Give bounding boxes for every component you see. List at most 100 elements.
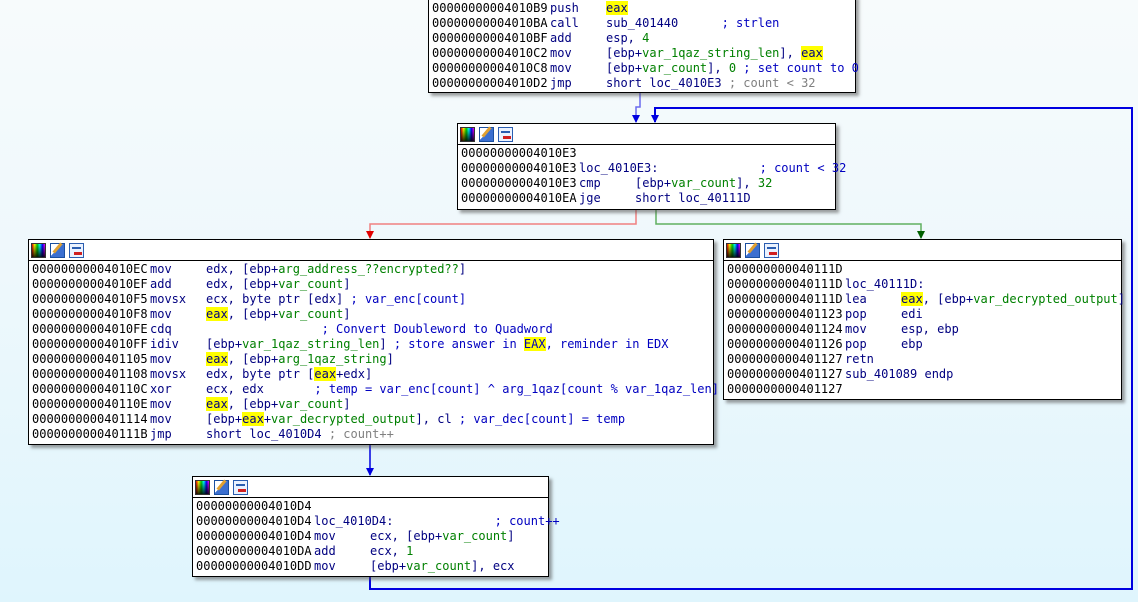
operand[interactable]: [ebp+ <box>206 412 243 426</box>
operand[interactable]: ], ecx <box>471 559 515 573</box>
operand[interactable]: short loc_4010E3 <box>606 76 722 90</box>
graph-overview-icon[interactable] <box>233 479 248 495</box>
operand[interactable]: ], <box>736 176 758 190</box>
symbol-name[interactable]: var_count <box>278 397 344 411</box>
operand[interactable]: esp, <box>606 31 643 45</box>
color-palette-icon[interactable] <box>726 242 741 258</box>
operand[interactable]: ] <box>379 337 394 351</box>
code-label[interactable]: loc_4010E3: <box>579 161 659 175</box>
color-palette-icon[interactable] <box>195 479 210 495</box>
symbol-name[interactable]: 0 <box>728 61 737 75</box>
operand[interactable]: , [ebp+ <box>922 292 974 306</box>
operand[interactable]: ebp <box>901 337 923 351</box>
symbol-name[interactable]: 32 <box>757 176 773 190</box>
graph-overview-icon[interactable] <box>764 242 779 258</box>
operand[interactable]: ecx, edx <box>206 382 264 396</box>
highlighted-register[interactable]: eax <box>206 352 228 366</box>
highlighted-register[interactable]: eax <box>314 367 337 381</box>
symbol-name[interactable]: var_count <box>278 277 344 291</box>
code-line[interactable]: 0000000000401127 <box>724 382 1121 397</box>
operand[interactable]: edi <box>901 307 923 321</box>
highlighted-register[interactable]: eax <box>242 412 264 426</box>
operand[interactable]: edx, byte ptr [ <box>206 367 315 381</box>
highlighted-register[interactable]: eax <box>206 397 228 411</box>
symbol-name[interactable]: var_count <box>278 307 344 321</box>
symbol-name[interactable]: var_count <box>406 559 472 573</box>
operand[interactable]: [ebp+ <box>606 46 643 60</box>
edit-block-icon[interactable] <box>479 126 494 142</box>
symbol-name[interactable]: var_1qaz_string_len <box>642 46 780 60</box>
operand[interactable]: , [ebp+ <box>227 352 279 366</box>
operand[interactable]: ] <box>343 397 351 411</box>
operand[interactable]: short loc_40111D <box>635 191 751 205</box>
symbol-name[interactable]: var_count <box>442 529 508 543</box>
highlighted-register[interactable]: eax <box>801 46 823 60</box>
edge-false-4010E3-to-4010EC[interactable] <box>369 209 637 238</box>
code-label[interactable]: loc_40111D: <box>845 277 925 291</box>
symbol-name[interactable]: var_decrypted_output <box>271 412 416 426</box>
operand[interactable]: ], <box>707 61 729 75</box>
operand[interactable]: edx, [ebp+ <box>206 262 279 276</box>
operand[interactable]: ] <box>343 307 351 321</box>
operand[interactable]: ] <box>507 529 515 543</box>
code-label[interactable]: sub_401089 endp <box>845 367 954 381</box>
symbol-name[interactable]: 1 <box>406 544 414 558</box>
symbol-name[interactable]: var_decrypted_output <box>973 292 1118 306</box>
symbol-name[interactable]: arg_1qaz_string <box>278 352 387 366</box>
graph-overview-icon[interactable] <box>498 126 513 142</box>
code-line[interactable]: 00000000004010D4 <box>193 499 548 514</box>
highlighted-register[interactable]: eax <box>606 1 628 15</box>
operand[interactable]: , [ebp+ <box>227 397 279 411</box>
edge-4010B9-to-4010E3[interactable] <box>635 92 641 122</box>
operand[interactable]: ], cl <box>415 412 459 426</box>
operand[interactable]: ] <box>458 262 467 276</box>
symbol-name[interactable]: var_count <box>642 61 708 75</box>
operand[interactable]: esp, ebp <box>901 322 959 336</box>
highlighted-register[interactable]: EAX <box>523 337 546 351</box>
symbol-name[interactable]: var_1qaz_string_len <box>242 337 380 351</box>
operand[interactable]: [ebp+ <box>370 559 407 573</box>
graph-overview-icon[interactable] <box>69 242 84 258</box>
operand[interactable]: ecx, <box>370 544 407 558</box>
color-palette-icon[interactable] <box>31 242 46 258</box>
edge-true-4010E3-to-40111D[interactable] <box>655 209 922 238</box>
operand[interactable]: ], <box>779 46 802 60</box>
operand[interactable]: [ebp+ <box>206 337 243 351</box>
highlighted-register[interactable]: eax <box>206 307 228 321</box>
edit-block-icon[interactable] <box>214 479 229 495</box>
code-line[interactable]: 000000000040111D <box>724 262 1121 277</box>
code-label[interactable]: loc_4010D4: <box>314 514 394 528</box>
operand[interactable]: + <box>263 412 272 426</box>
symbol-name[interactable]: var_count <box>671 176 737 190</box>
highlighted-register[interactable]: eax <box>901 292 923 306</box>
operand[interactable]: short loc_4010D4 <box>206 427 322 441</box>
